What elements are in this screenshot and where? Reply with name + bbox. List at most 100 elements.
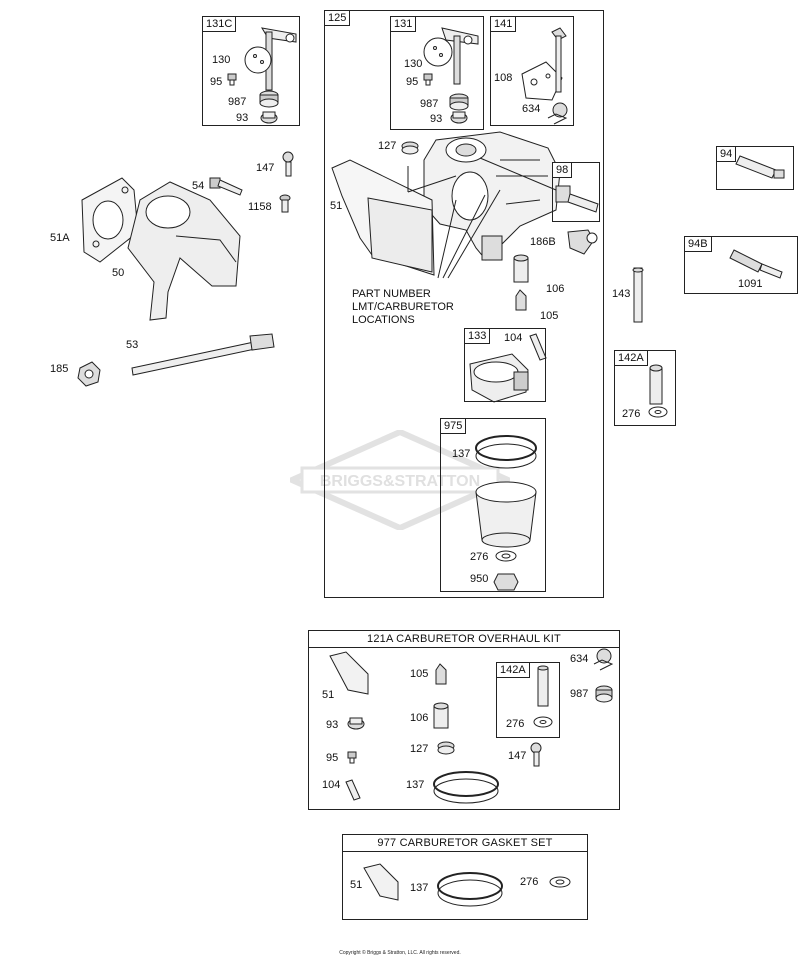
box-142a-kit: 142A [496, 662, 560, 738]
kit-label-147: 147 [508, 750, 527, 762]
kit-label-127: 127 [410, 743, 429, 755]
bowl-nut-950-icon [493, 573, 519, 591]
kit-label-137: 137 [406, 779, 425, 791]
box-125-tag: 125 [325, 11, 351, 26]
box-131c: 131C [202, 16, 300, 126]
label-53: 53 [126, 339, 139, 351]
box-94b: 94B [684, 236, 798, 294]
label-143: 143 [612, 288, 631, 300]
label-131c-130: 130 [212, 54, 231, 66]
box-131c-tag: 131C [203, 17, 237, 32]
nut-185-icon [77, 361, 101, 387]
label-185: 185 [50, 363, 69, 375]
kit-needle-105-icon [435, 663, 447, 685]
box-141-tag: 141 [491, 17, 517, 32]
float-bowl-gasket-137-icon [475, 435, 537, 469]
box-975: 975 [440, 418, 546, 592]
elbow-fitting-186b-icon [567, 229, 598, 255]
label-1091: 1091 [738, 278, 763, 290]
box-133-tag: 133 [465, 329, 491, 344]
choke-plate-131-icon [423, 37, 453, 67]
pipe-143-icon [632, 267, 644, 323]
label-1158: 1158 [248, 201, 272, 213]
gasket-51a-icon [81, 177, 139, 263]
screw-54-icon [209, 177, 243, 196]
gasket-set-276-icon [549, 876, 571, 888]
kit-label-93: 93 [326, 719, 339, 731]
welch-plug-127-icon [401, 141, 419, 155]
gasket-label-51: 51 [350, 879, 363, 891]
mixture-screw-98-icon [555, 185, 599, 213]
kit-spring-634-icon [593, 648, 614, 671]
kit-cap-93-icon [347, 717, 365, 730]
screw-147-icon [282, 151, 294, 177]
bolt-53-icon [131, 333, 275, 376]
label-131-93: 93 [430, 113, 443, 125]
kit-plug-127-icon [437, 741, 455, 755]
kit-label-634: 634 [570, 653, 589, 665]
screw-spring-94-icon [735, 155, 785, 179]
kit-solenoid-142a-icon [537, 665, 549, 707]
box-975-tag: 975 [441, 419, 467, 434]
kit-label-51: 51 [322, 689, 335, 701]
box-98: 98 [552, 162, 600, 222]
throttle-shaft-icon [551, 27, 567, 93]
cap-131-icon [450, 111, 468, 124]
label-51a: 51A [50, 232, 70, 244]
label-51: 51 [330, 200, 343, 212]
label-54: 54 [192, 180, 205, 192]
label-141-108: 108 [494, 72, 513, 84]
label-276: 276 [470, 551, 489, 563]
label-131-987: 987 [420, 98, 439, 110]
kit-gasket-137-icon [433, 771, 499, 804]
needle-105-icon [515, 289, 527, 311]
callout-line-1: PART NUMBER [352, 288, 431, 300]
spring-634-icon [547, 102, 568, 125]
label-131c-95: 95 [210, 76, 223, 88]
choke-plate-icon [244, 46, 272, 74]
screw-spring-94b-icon [729, 249, 783, 279]
label-127: 127 [378, 140, 397, 152]
choke-shaft-131-icon [441, 27, 479, 85]
box-131-tag: 131 [391, 17, 417, 32]
intake-manifold-50-icon [127, 181, 241, 321]
kit-screw-147-icon [530, 742, 542, 767]
label-105: 105 [540, 310, 559, 322]
gasket-label-276: 276 [520, 876, 539, 888]
nozzle-106-icon [513, 254, 529, 283]
label-141-634: 634 [522, 103, 541, 115]
kit-pin-104-icon [345, 779, 361, 801]
label-104: 104 [504, 332, 523, 344]
label-142a-276: 276 [622, 408, 641, 420]
label-950: 950 [470, 573, 489, 585]
washer-142a-276-icon [648, 406, 668, 418]
callout-line-2: LMT/CARBURETOR [352, 301, 454, 313]
float-133-icon [469, 353, 529, 403]
kit-label-104: 104 [322, 779, 341, 791]
box-131: 131 [390, 16, 484, 130]
kit-gasket-51-icon [329, 651, 369, 695]
kit-label-106: 106 [410, 712, 429, 724]
washer-276-icon [495, 550, 517, 562]
label-131c-987: 987 [228, 96, 247, 108]
kit-label-276: 276 [506, 718, 525, 730]
pin-104-icon [529, 333, 547, 361]
kit-label-95: 95 [326, 752, 339, 764]
kit-nozzle-106-icon [433, 702, 449, 729]
seal-icon [259, 90, 279, 108]
overhaul-kit-121a: 121A CARBURETOR OVERHAUL KIT [308, 630, 620, 810]
gasket-set-51-icon [363, 863, 399, 901]
carburetor-body-icon [423, 131, 561, 261]
box-142a-kit-tag: 142A [497, 663, 530, 678]
box-98-tag: 98 [553, 163, 573, 178]
box-94-tag: 94 [717, 147, 737, 162]
gasket-set-title: 977 CARBURETOR GASKET SET [343, 835, 587, 852]
label-106: 106 [546, 283, 565, 295]
box-94: 94 [716, 146, 794, 190]
label-131c-93: 93 [236, 112, 249, 124]
box-133: 133 [464, 328, 546, 402]
kit-screw-95-icon [347, 751, 357, 764]
box-142a: 142A [614, 350, 676, 426]
